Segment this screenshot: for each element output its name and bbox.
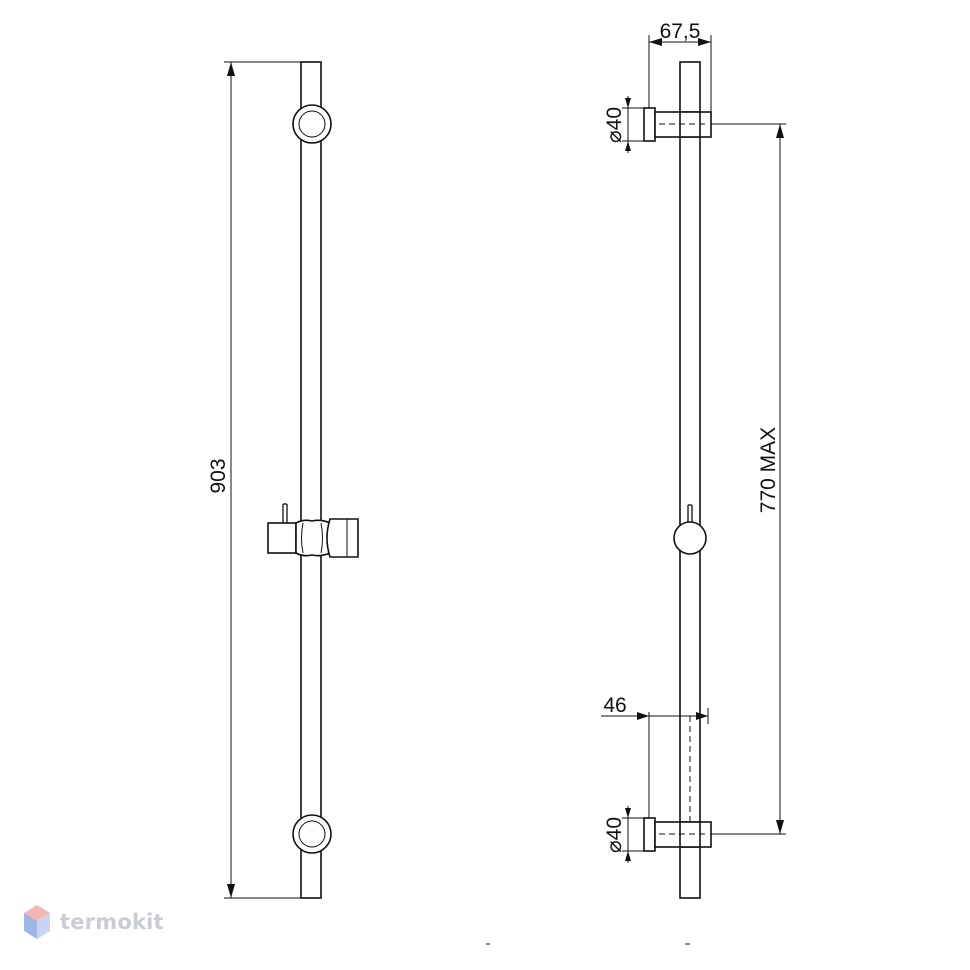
dim-903: 903 (207, 61, 301, 899)
front-rail (300, 61, 322, 899)
dim-770-max-label: 770 MAX (757, 427, 780, 513)
diameter-symbol-bottom: ⌀ (603, 840, 626, 853)
front-top-holder (292, 104, 332, 144)
front-view: 903 (207, 61, 359, 899)
dim-67-5-label: 67,5 (660, 20, 701, 43)
logo-text: termokit (60, 910, 164, 934)
side-bottom-bracket (643, 817, 712, 852)
side-rail (679, 61, 701, 899)
dim-46-label: 46 (603, 694, 626, 717)
dim-diameter-bottom-label: 40 (603, 817, 626, 840)
dim-46: 46 (601, 694, 709, 818)
front-slider (267, 503, 359, 558)
dim-67-5: 67,5 (648, 20, 712, 112)
side-slider (673, 504, 707, 555)
diameter-symbol-top: ⌀ (603, 130, 626, 143)
svg-text:⌀40: ⌀40 (603, 107, 626, 143)
dim-diameter-bottom: ⌀40 (603, 806, 644, 863)
side-view: 67,5 ⌀40 ⌀40 (601, 20, 786, 899)
dim-903-label: 903 (207, 458, 230, 493)
termokit-logo: termokit (22, 903, 164, 941)
dim-diameter-top: ⌀40 (603, 96, 644, 153)
dim-diameter-top-label: 40 (603, 107, 626, 130)
hexagon-cube-icon (24, 905, 50, 939)
side-top-bracket (643, 107, 712, 142)
svg-text:⌀40: ⌀40 (603, 817, 626, 853)
dim-770-max: 770 MAX (711, 123, 786, 835)
front-bottom-holder (292, 814, 332, 854)
